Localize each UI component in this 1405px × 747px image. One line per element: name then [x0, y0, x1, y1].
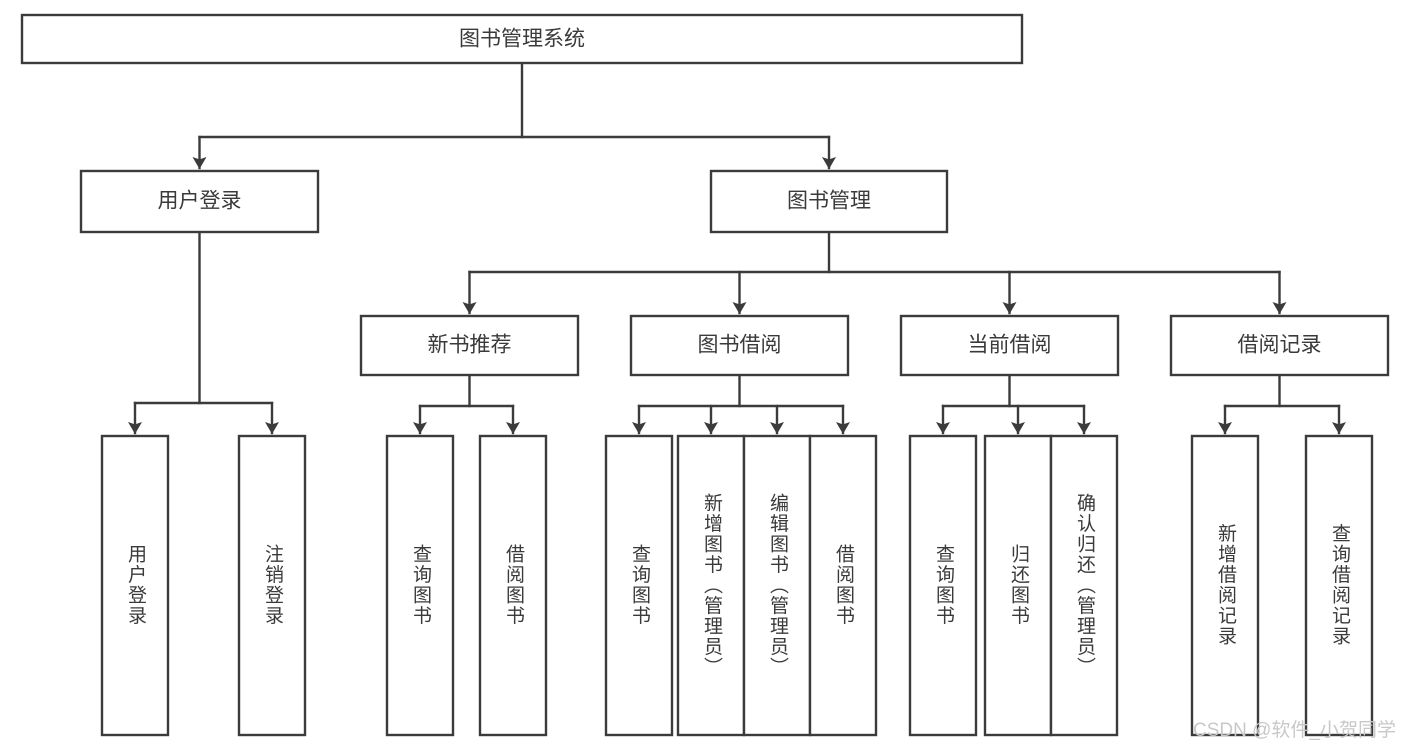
node-new-book-rec-box[interactable]: [359, 314, 580, 377]
node-leaf-cur-query-book-label: 查询图书: [933, 544, 955, 626]
node-book-borrow[interactable]: 图书借阅: [629, 314, 850, 377]
node-leaf-cur-confirm-return[interactable]: 确认归还（管理员）: [1049, 434, 1119, 737]
node-leaf-cur-return-book-box[interactable]: [983, 434, 1053, 737]
node-leaf-rec-add-record-box[interactable]: [1190, 434, 1260, 737]
node-leaf-rec-query-book-box[interactable]: [385, 434, 455, 737]
node-leaf-borrow-query-book[interactable]: 查询图书: [604, 434, 674, 737]
node-leaf-cur-return-book[interactable]: 归还图书: [983, 434, 1053, 737]
node-current-borrow[interactable]: 当前借阅: [899, 314, 1120, 377]
node-leaf-cur-query-book[interactable]: 查询图书: [908, 434, 978, 737]
node-leaf-rec-borrow-book-label: 借阅图书: [503, 544, 525, 626]
edge-group: [128, 61, 1346, 435]
node-book-manage-box[interactable]: [709, 169, 949, 234]
node-leaf-borrow-add-book-box[interactable]: [676, 434, 746, 737]
node-leaf-rec-add-record[interactable]: 新增借阅记录: [1190, 434, 1260, 737]
node-new-book-rec-label: 新书推荐: [428, 334, 512, 357]
node-leaf-cur-return-book-label: 归还图书: [1008, 544, 1030, 626]
node-leaf-user-login-label: 用户登录: [125, 544, 147, 626]
node-user-login-box[interactable]: [79, 169, 320, 234]
node-leaf-user-logout-label: 注销登录: [262, 544, 284, 626]
node-leaf-borrow-query-book-box[interactable]: [604, 434, 674, 737]
csdn-watermark: CSDN @软件_小贺同学: [1193, 719, 1396, 741]
node-leaf-user-logout-box[interactable]: [237, 434, 307, 737]
node-borrow-record-label: 借阅记录: [1238, 334, 1322, 357]
node-new-book-rec[interactable]: 新书推荐: [359, 314, 580, 377]
node-book-manage[interactable]: 图书管理: [709, 169, 949, 234]
node-user-login[interactable]: 用户登录: [79, 169, 320, 234]
node-leaf-cur-query-book-box[interactable]: [908, 434, 978, 737]
node-leaf-cur-confirm-return-label: 确认归还（管理员）: [1074, 492, 1096, 677]
node-leaf-borrow-query-book-label: 查询图书: [629, 544, 651, 626]
node-leaf-user-login[interactable]: 用户登录: [100, 434, 170, 737]
node-leaf-rec-query-book[interactable]: 查询图书: [385, 434, 455, 737]
node-leaf-borrow-edit-book[interactable]: 编辑图书（管理员）: [742, 434, 812, 737]
node-borrow-record-box[interactable]: [1169, 314, 1390, 377]
node-leaf-rec-query-record[interactable]: 查询借阅记录: [1304, 434, 1374, 737]
node-current-borrow-box[interactable]: [899, 314, 1120, 377]
node-leaf-borrow-add-book[interactable]: 新增图书（管理员）: [676, 434, 746, 737]
node-root-box[interactable]: [20, 13, 1024, 65]
node-leaf-user-logout[interactable]: 注销登录: [237, 434, 307, 737]
node-leaf-rec-add-record-label: 新增借阅记录: [1215, 523, 1237, 646]
node-leaf-cur-confirm-return-box[interactable]: [1049, 434, 1119, 737]
node-user-login-label: 用户登录: [158, 190, 242, 213]
node-leaf-rec-query-record-label: 查询借阅记录: [1329, 523, 1351, 646]
node-leaf-rec-borrow-book[interactable]: 借阅图书: [478, 434, 548, 737]
node-leaf-rec-query-record-box[interactable]: [1304, 434, 1374, 737]
node-book-borrow-label: 图书借阅: [698, 334, 782, 357]
node-leaf-borrow-edit-book-box[interactable]: [742, 434, 812, 737]
node-leaf-borrow-borrow-book-label: 借阅图书: [833, 544, 855, 626]
node-borrow-record[interactable]: 借阅记录: [1169, 314, 1390, 377]
node-leaf-rec-borrow-book-box[interactable]: [478, 434, 548, 737]
node-leaf-borrow-edit-book-label: 编辑图书（管理员）: [767, 492, 789, 677]
node-leaf-borrow-borrow-book-box[interactable]: [808, 434, 878, 737]
node-book-manage-label: 图书管理: [787, 190, 871, 213]
node-leaf-rec-query-book-label: 查询图书: [410, 544, 432, 626]
node-leaf-user-login-box[interactable]: [100, 434, 170, 737]
node-leaf-borrow-borrow-book[interactable]: 借阅图书: [808, 434, 878, 737]
node-current-borrow-label: 当前借阅: [968, 334, 1052, 357]
node-root-label: 图书管理系统: [459, 28, 585, 51]
node-book-borrow-box[interactable]: [629, 314, 850, 377]
node-root[interactable]: 图书管理系统: [20, 13, 1024, 65]
node-leaf-borrow-add-book-label: 新增图书（管理员）: [701, 492, 723, 677]
